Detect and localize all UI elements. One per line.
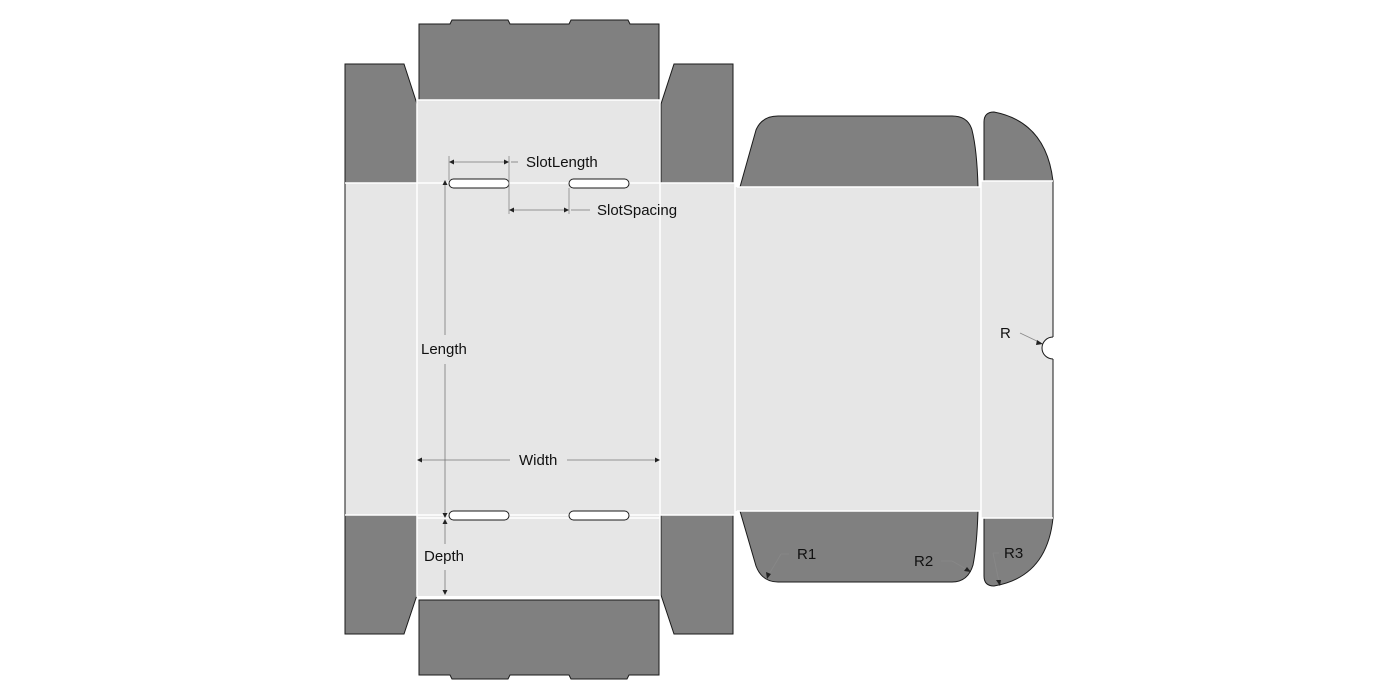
flaps — [344, 19, 1054, 680]
radius1-label: R1 — [797, 546, 816, 563]
slot-spacing-label: SlotSpacing — [597, 202, 677, 219]
cut-lines — [344, 181, 1054, 518]
lid-bottom-flap — [739, 510, 979, 583]
radius2-label: R2 — [914, 553, 933, 570]
thumb-notch — [1041, 336, 1054, 360]
bottom-left-dust-flap — [344, 514, 418, 635]
slot-top-right — [568, 178, 630, 189]
front-panel — [981, 181, 1053, 518]
depth-label: Depth — [424, 548, 464, 565]
slot-top-left — [448, 178, 510, 189]
bottom-right-dust-flap — [660, 514, 734, 635]
lid-panel — [735, 187, 981, 511]
slot-length-label: SlotLength — [526, 154, 598, 171]
slot-bottom-right — [568, 510, 630, 521]
lid-top-flap — [739, 115, 979, 188]
front-top-ear — [983, 111, 1054, 182]
front-bottom-ear — [983, 517, 1054, 587]
left-side-panel — [345, 183, 417, 515]
radius-label: R — [1000, 325, 1011, 342]
bottom-tuck-flap — [418, 599, 660, 680]
top-right-dust-flap — [660, 63, 734, 184]
width-label: Width — [519, 452, 557, 469]
top-left-dust-flap — [344, 63, 418, 184]
length-label: Length — [421, 341, 467, 358]
panels — [345, 100, 1053, 596]
right-side-panel — [660, 183, 735, 515]
top-tuck-flap — [418, 19, 660, 101]
slots — [448, 178, 630, 521]
slot-bottom-left — [448, 510, 510, 521]
dimensions: SlotLength SlotSpacing Length Width Dept… — [417, 154, 1043, 595]
fold-lines — [345, 99, 1053, 598]
base-panel — [417, 183, 660, 518]
radius3-label: R3 — [1004, 545, 1023, 562]
top-inner-panel — [417, 100, 660, 183]
bottom-inner-panel — [417, 518, 660, 596]
